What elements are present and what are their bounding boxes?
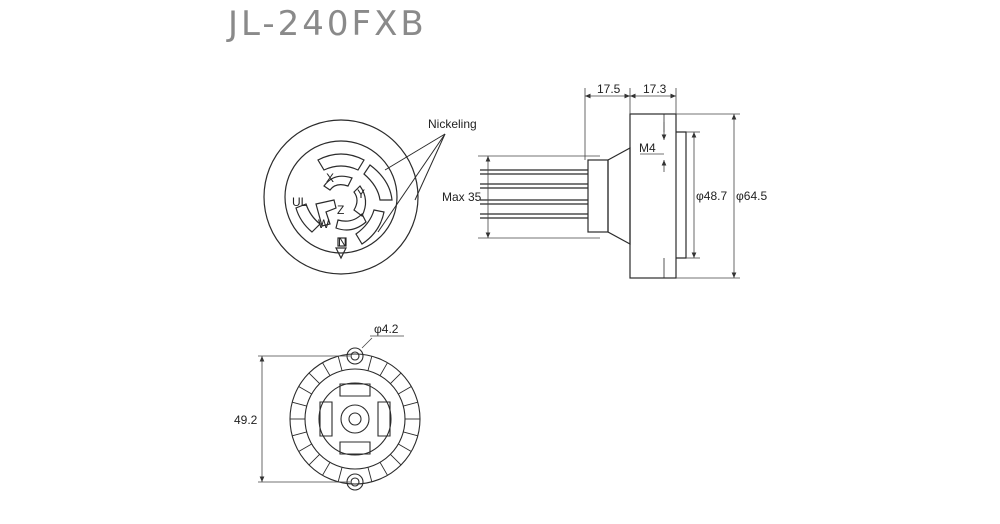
side-view: [480, 113, 687, 279]
front-outer-ring: [263, 119, 419, 275]
dim-phi-48-7: φ48.7: [696, 189, 727, 203]
back-view: [289, 347, 421, 491]
side-body: [629, 113, 677, 279]
side-dims: [478, 88, 740, 279]
slot-top-right: [363, 164, 393, 201]
front-view: [263, 119, 419, 275]
mark-z: Z: [337, 203, 344, 217]
dim-phi-4-2: φ4.2: [374, 322, 399, 336]
mark-n: N: [338, 235, 347, 249]
dim-m4: M4: [639, 141, 656, 155]
drawing-title: JL-240FXB: [228, 4, 427, 44]
nickeling-label: Nickeling: [428, 117, 477, 131]
slot-bottom-left: [295, 203, 321, 233]
slot-right: [355, 209, 385, 245]
slot-top: [317, 153, 365, 171]
mark-ul: UL: [292, 195, 308, 209]
mark-x: X: [326, 171, 334, 185]
back-blade-2: [377, 401, 391, 437]
inner-slot-3: [315, 199, 337, 227]
side-flange: [676, 131, 687, 259]
back-inner-ring: [318, 382, 392, 456]
front-marks: X Y Z W N UL: [292, 171, 365, 249]
dim-phi-64-5: φ64.5: [736, 189, 767, 203]
back-blade-4: [339, 441, 371, 455]
dim-17-3: 17.3: [643, 82, 667, 96]
key-tab: [337, 237, 347, 247]
back-hub-center: [348, 412, 362, 426]
inner-slot-2: [353, 185, 367, 217]
side-neck: [607, 146, 631, 246]
back-blade-3: [319, 401, 333, 437]
front-inner-face: [284, 140, 398, 254]
inner-slot-1: [323, 175, 353, 191]
back-blade-1: [339, 383, 371, 397]
back-dims: [258, 335, 404, 483]
side-base: [587, 159, 609, 233]
dim-17-5: 17.5: [597, 82, 621, 96]
mark-y: Y: [357, 187, 365, 201]
back-hub: [340, 404, 370, 434]
mark-w: W: [318, 217, 330, 231]
dim-max-35: Max 35: [442, 190, 482, 204]
key-arrow: [335, 247, 347, 260]
dim-49-2: 49.2: [234, 413, 258, 427]
nickeling-callout: [377, 133, 446, 233]
inner-slot-4: [335, 212, 367, 231]
back-ribs: [290, 356, 420, 482]
